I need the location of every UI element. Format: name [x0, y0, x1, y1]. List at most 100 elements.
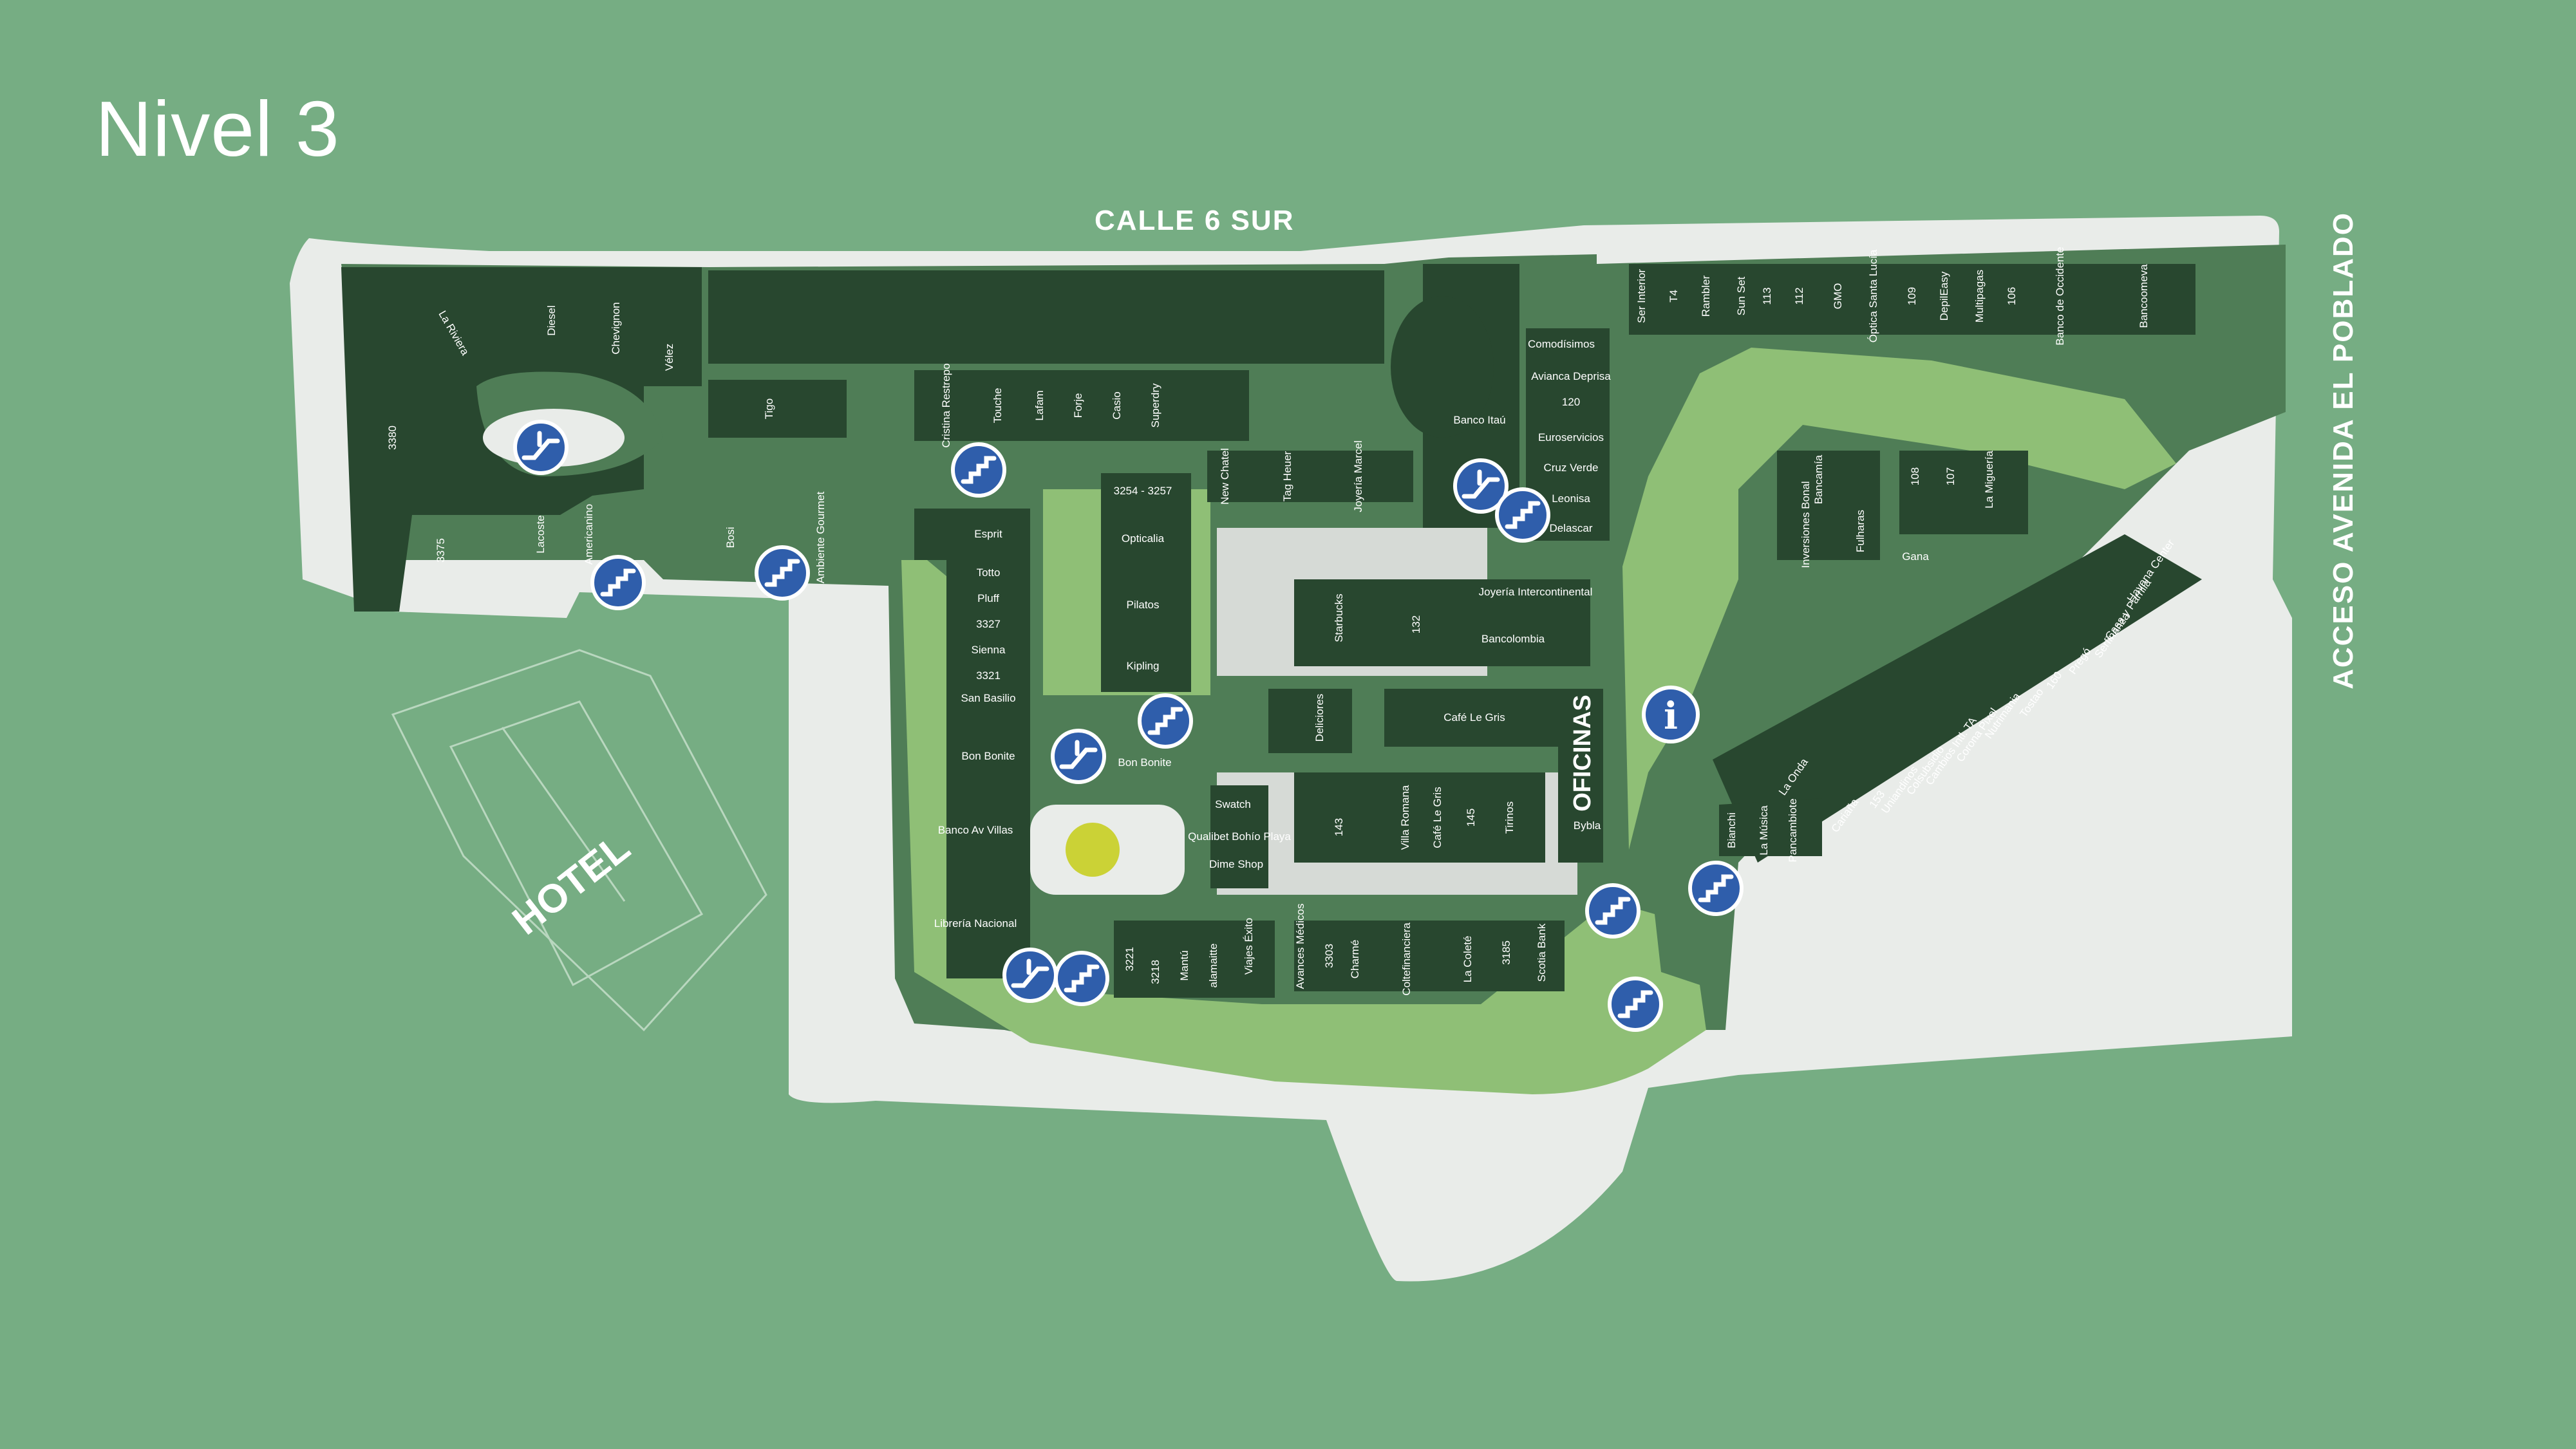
store-label[interactable]: Ambiente Gourmet — [814, 491, 827, 583]
store-label[interactable]: Sun Set — [1735, 276, 1747, 315]
store-label[interactable]: 3380 — [386, 425, 399, 450]
store-label[interactable]: Vélez — [663, 344, 675, 371]
store-label[interactable]: Charmé — [1349, 940, 1361, 978]
store-label[interactable]: Rambler — [1700, 276, 1712, 317]
store-label[interactable]: Café Le Gris — [1443, 711, 1505, 724]
store-label[interactable]: Gana — [1902, 550, 1929, 563]
store-label[interactable]: Americanino — [583, 504, 595, 565]
store-label[interactable]: DepilEasy — [1938, 271, 1950, 321]
store-label[interactable]: Coltefinanciera — [1400, 922, 1413, 996]
store-label[interactable]: Avances Médicos — [1294, 904, 1306, 989]
store-label[interactable]: 107 — [1944, 467, 1957, 485]
store-label[interactable]: Mantú — [1178, 950, 1190, 980]
store-label[interactable]: Bosi — [724, 527, 737, 548]
store-label[interactable]: Dime Shop — [1209, 858, 1263, 870]
store-label[interactable]: Pancambiote — [1787, 798, 1799, 862]
stairs-icon[interactable] — [1495, 487, 1550, 543]
store-label[interactable]: Touche — [992, 388, 1004, 424]
store-label[interactable]: Bancoomeva — [2138, 264, 2150, 328]
store-label[interactable]: Lafam — [1033, 390, 1046, 420]
store-label[interactable]: Bon Bonite — [961, 750, 1015, 762]
store-label[interactable]: Bancamía — [1812, 454, 1825, 504]
store-label[interactable]: Casio — [1111, 391, 1123, 419]
store-label[interactable]: Delascar — [1549, 522, 1592, 534]
store-label[interactable]: 3221 — [1123, 947, 1136, 971]
store-label[interactable]: Multipagas — [1973, 270, 1986, 323]
store-label[interactable]: 3321 — [976, 669, 1001, 682]
store-label[interactable]: Pilatos — [1126, 599, 1159, 611]
store-label[interactable]: Deliciores — [1313, 694, 1326, 742]
store-label[interactable]: Banco Itaú — [1453, 414, 1505, 426]
store-label[interactable]: 106 — [2006, 287, 2018, 305]
store-label[interactable]: Comodísimos — [1528, 338, 1595, 350]
store-label[interactable]: 112 — [1793, 287, 1805, 304]
store-label[interactable]: Euroservicios — [1538, 431, 1604, 444]
store-label[interactable]: Café Le Gris — [1431, 787, 1443, 848]
store-label[interactable]: alamaitte — [1207, 944, 1219, 988]
store-label[interactable]: Leonisa — [1552, 492, 1590, 505]
store-label[interactable]: Avianca Deprisa — [1531, 370, 1611, 382]
store-label[interactable]: Opticalia — [1122, 532, 1165, 545]
store-label[interactable]: San Basilio — [961, 692, 1015, 704]
store-label[interactable]: Banco de Occidente — [2054, 247, 2066, 345]
store-label[interactable]: 109 — [1906, 287, 1918, 305]
store-label[interactable]: Banco Av Villas — [938, 824, 1013, 836]
stairs-icon[interactable] — [755, 545, 810, 601]
store-label[interactable]: Pluff — [977, 592, 999, 604]
store-label[interactable]: GMO — [1832, 283, 1844, 310]
store-label[interactable]: 3218 — [1149, 960, 1161, 984]
store-label[interactable]: Joyería Intercontinental — [1479, 586, 1593, 598]
info-point-icon[interactable]: i — [1642, 686, 1700, 743]
store-label[interactable]: 3254 - 3257 — [1114, 485, 1172, 497]
escalator-icon[interactable] — [1453, 458, 1509, 514]
store-label[interactable]: Qualibet Bohío Playa — [1188, 830, 1291, 843]
escalator-icon[interactable] — [1002, 948, 1058, 1003]
store-label[interactable]: T4 — [1668, 290, 1680, 303]
store-label[interactable]: Viajes Éxito — [1243, 918, 1255, 975]
store-label[interactable]: Librería Nacional — [934, 917, 1017, 930]
store-label[interactable]: Cristina Restrepo — [940, 363, 952, 447]
escalator-icon[interactable] — [513, 420, 569, 475]
stairs-icon[interactable] — [1688, 861, 1744, 916]
store-label[interactable]: Kipling — [1126, 660, 1159, 672]
store-label[interactable]: Joyería Marcel — [1352, 440, 1364, 512]
store-label[interactable]: 113 — [1761, 287, 1773, 304]
store-label[interactable]: Bon Bonite — [1118, 756, 1171, 769]
store-label[interactable]: Esprit — [974, 528, 1002, 540]
store-label[interactable]: Diesel — [545, 305, 558, 335]
stairs-icon[interactable] — [1608, 977, 1663, 1032]
store-label[interactable]: Inversiones Bonal — [1800, 481, 1812, 568]
store-label[interactable]: Óptica Santa Lucía — [1867, 249, 1879, 342]
store-label[interactable]: Forje — [1072, 393, 1084, 418]
store-label[interactable]: Ser Interior — [1635, 269, 1648, 323]
store-label[interactable]: Totto — [977, 566, 1001, 579]
store-label[interactable]: Starbucks — [1333, 594, 1345, 642]
stairs-icon[interactable] — [1054, 951, 1109, 1006]
store-label[interactable]: Tirinos — [1503, 801, 1516, 834]
store-label[interactable]: La Música — [1758, 805, 1770, 855]
store-label[interactable]: Cruz Verde — [1543, 462, 1598, 474]
store-label[interactable]: Lacoste — [534, 515, 547, 554]
store-label[interactable]: Tigo — [763, 398, 775, 419]
store-label[interactable]: Bianchi — [1725, 812, 1738, 848]
store-label[interactable]: Chevignon — [610, 302, 622, 354]
store-label[interactable]: Tag Heuer — [1281, 451, 1293, 501]
store-label[interactable]: Bybla — [1574, 819, 1601, 832]
store-label[interactable]: New Chatel — [1219, 448, 1231, 505]
store-label[interactable]: Villa Romana — [1399, 785, 1411, 850]
store-label[interactable]: 108 — [1909, 467, 1921, 485]
stairs-icon[interactable] — [590, 555, 646, 610]
store-label[interactable]: 3303 — [1323, 944, 1335, 968]
store-label[interactable]: Superdry — [1149, 383, 1161, 427]
stairs-icon[interactable] — [1585, 883, 1641, 939]
store-label[interactable]: Scotia Bank — [1536, 923, 1548, 982]
store-label[interactable]: 132 — [1410, 615, 1422, 633]
store-label[interactable]: 145 — [1465, 809, 1477, 827]
store-label[interactable]: 3327 — [976, 618, 1001, 630]
store-label[interactable]: 120 — [1562, 396, 1580, 408]
stairs-icon[interactable] — [1138, 693, 1193, 749]
store-label[interactable]: La Miguería — [1983, 451, 1995, 509]
store-label[interactable]: Sienna — [972, 644, 1006, 656]
escalator-icon[interactable] — [1051, 729, 1106, 784]
stairs-icon[interactable] — [951, 442, 1006, 498]
